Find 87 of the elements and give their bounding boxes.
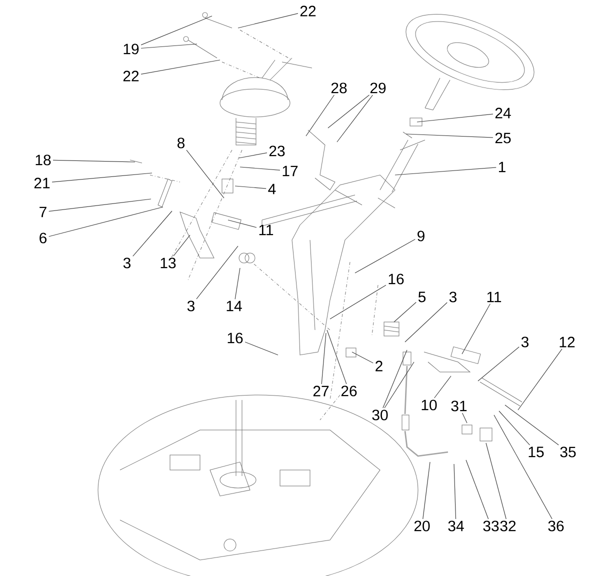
callout-number: 14: [226, 300, 242, 312]
callout-number: 3: [187, 300, 195, 312]
callout-number: 20: [414, 520, 430, 532]
leader-line: [382, 350, 408, 408]
callout-number: 29: [370, 82, 386, 94]
leader-line: [228, 220, 257, 228]
callout-number: 16: [228, 332, 243, 344]
leader-line: [140, 60, 220, 74]
callout-number: 31: [451, 400, 467, 412]
leader-line: [132, 210, 172, 257]
callout-number: 16: [388, 274, 404, 284]
leader-line: [394, 302, 416, 322]
leader-line: [454, 464, 456, 520]
leader-line: [306, 94, 334, 136]
leader-line: [321, 332, 326, 384]
leader-line: [140, 16, 212, 46]
callout-number: 11: [487, 292, 502, 302]
leader-line: [336, 94, 373, 142]
leader-line: [238, 152, 268, 158]
callout-number: 26: [341, 386, 357, 396]
callout-number: 7: [40, 206, 46, 218]
leader-line: [518, 348, 562, 410]
leader-line: [52, 160, 136, 162]
leader-line: [462, 304, 490, 354]
leader-line: [234, 268, 240, 300]
leader-line: [384, 362, 414, 408]
callout-number: 2: [376, 360, 382, 372]
leader-line: [478, 346, 520, 382]
leader-line: [173, 234, 190, 256]
callout-number: 27: [313, 386, 329, 396]
leader-line: [462, 412, 468, 424]
callout-number: 3: [449, 292, 457, 302]
leader-line: [140, 44, 198, 49]
leader-line: [48, 206, 164, 237]
leader-line: [48, 198, 152, 212]
leader-line: [326, 330, 347, 384]
leader-line: [240, 166, 280, 170]
callout-number: 17: [282, 166, 298, 176]
leader-line: [330, 284, 386, 320]
leader-line: [416, 114, 494, 122]
callout-number: 6: [40, 232, 47, 244]
callout-number: 11: [259, 224, 274, 236]
leader-line: [354, 238, 416, 274]
callout-number: 13: [160, 258, 176, 268]
leader-line: [504, 404, 559, 446]
leader-line: [466, 460, 489, 520]
leader-line: [352, 352, 374, 364]
callout-number: 3: [123, 258, 131, 268]
leader-line: [328, 94, 370, 128]
callout-number: 19: [124, 44, 139, 54]
callout-number: 4: [268, 184, 276, 194]
callout-number: 32: [500, 520, 516, 532]
callout-number: 22: [123, 70, 139, 82]
callout-number: 24: [495, 108, 511, 118]
leader-line: [52, 172, 152, 182]
leader-line: [196, 246, 238, 300]
callout-number: 25: [495, 132, 511, 144]
leader-line: [434, 376, 452, 398]
leader-line: [234, 186, 266, 189]
callout-number: 36: [548, 520, 564, 532]
leader-line: [486, 442, 506, 520]
callout-number: 34: [448, 520, 464, 532]
leader-line: [422, 462, 430, 520]
callout-number: 8: [178, 138, 185, 148]
leader-line: [406, 134, 494, 138]
leader-line: [186, 150, 224, 198]
leader-line: [244, 342, 278, 356]
leader-line: [238, 13, 298, 28]
callout-number: 12: [560, 336, 575, 348]
callout-number: 1: [498, 162, 506, 172]
callout-number: 9: [418, 230, 424, 242]
callout-number: 28: [331, 82, 347, 94]
leader-line: [404, 302, 448, 342]
callout-number: 35: [560, 446, 576, 458]
callout-number: 22: [300, 6, 316, 16]
callout-number: 5: [418, 292, 426, 302]
callout-number: 21: [34, 178, 50, 188]
callout-number: 3: [521, 336, 529, 348]
leader-line: [394, 167, 496, 176]
leader-line: [498, 410, 530, 446]
callout-number: 10: [422, 400, 437, 410]
callout-number: 15: [528, 446, 544, 458]
callout-number: 23: [269, 146, 285, 156]
callout-number: 33: [483, 520, 499, 532]
callout-number: 30: [372, 410, 388, 420]
leader-line: [494, 414, 552, 520]
callout-number: 18: [36, 154, 51, 166]
